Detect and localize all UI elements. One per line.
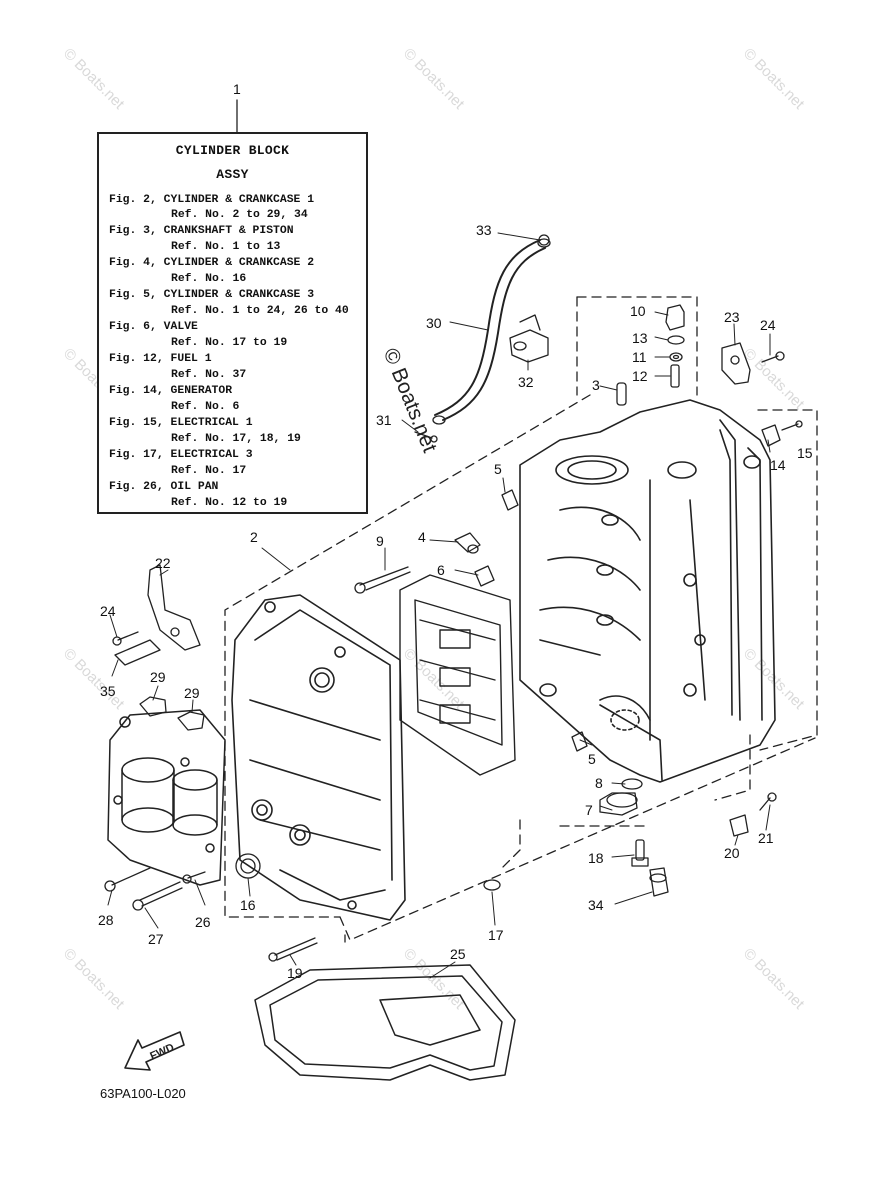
legend-entry: Fig. 14, GENERATOR: [109, 385, 233, 397]
legend-entry: Fig. 5, CYLINDER & CRANKCASE 3: [109, 289, 315, 301]
callout-35[interactable]: 35: [100, 683, 116, 699]
callout-10[interactable]: 10: [630, 303, 646, 319]
legend-entry: Ref. No. 37: [171, 369, 247, 381]
callout-24[interactable]: 24: [100, 603, 116, 619]
legend-entry: Ref. No. 17 to 19: [171, 337, 288, 349]
callout-5[interactable]: 5: [588, 751, 596, 767]
legend-entry: Fig. 6, VALVE: [109, 321, 198, 333]
crankcase: [231, 594, 406, 921]
legend-subtitle: ASSY: [216, 167, 249, 182]
legend-entry: Ref. No. 1 to 13: [171, 241, 281, 253]
crankcase-inner-plate: [399, 574, 516, 776]
callout-14[interactable]: 14: [770, 457, 786, 473]
callout-34[interactable]: 34: [588, 897, 604, 913]
callout-29[interactable]: 29: [184, 685, 200, 701]
callout-32[interactable]: 32: [518, 374, 534, 390]
callout-11[interactable]: 11: [632, 349, 647, 365]
callout-8[interactable]: 8: [595, 775, 603, 791]
callout-7[interactable]: 7: [585, 802, 593, 818]
legend-entry: Fig. 3, CRANKSHAFT & PISTON: [109, 225, 294, 237]
callout-20[interactable]: 20: [724, 845, 740, 861]
callout-9[interactable]: 9: [376, 533, 384, 549]
callout-30[interactable]: 30: [426, 315, 442, 331]
callout-31[interactable]: 31: [376, 412, 392, 428]
callout-27[interactable]: 27: [148, 931, 164, 947]
callout-12[interactable]: 12: [632, 368, 648, 384]
callout-15[interactable]: 15: [797, 445, 813, 461]
legend-entry: Ref. No. 17: [171, 465, 247, 477]
fwd-arrow: [124, 1031, 185, 1071]
callout-6[interactable]: 6: [437, 562, 445, 578]
callout-21[interactable]: 21: [758, 830, 774, 846]
callout-33[interactable]: 33: [476, 222, 492, 238]
callout-22[interactable]: 22: [155, 555, 171, 571]
callout-2[interactable]: 2: [250, 529, 258, 545]
oil-pan-gasket: [254, 964, 516, 1081]
callout-16[interactable]: 16: [240, 897, 256, 913]
legend-entry: Ref. No. 16: [171, 273, 247, 285]
legend-entry: Ref. No. 2 to 29, 34: [171, 209, 308, 221]
callout-25[interactable]: 25: [450, 946, 466, 962]
legend-entry: Fig. 12, FUEL 1: [109, 353, 212, 365]
callout-leaders: [107, 232, 771, 979]
fwd-label: FWD: [148, 1042, 176, 1063]
callout-26[interactable]: 26: [195, 914, 211, 930]
callout-29[interactable]: 29: [150, 669, 166, 685]
diagram-code: 63PA100-L020: [100, 1086, 186, 1101]
callout-4[interactable]: 4: [418, 529, 426, 545]
legend-entry: Fig. 17, ELECTRICAL 3: [109, 449, 253, 461]
legend-entry: Fig. 4, CYLINDER & CRANKCASE 2: [109, 257, 315, 269]
assembly-guide-lines: [224, 296, 818, 943]
callout-1[interactable]: 1: [233, 81, 241, 97]
callout-3[interactable]: 3: [592, 377, 600, 393]
legend-entry: Ref. No. 12 to 19: [171, 497, 288, 509]
legend-title: CYLINDER BLOCK: [175, 143, 290, 158]
callout-19[interactable]: 19: [287, 965, 303, 981]
legend-entry: Ref. No. 6: [171, 401, 240, 413]
legend-entry: Ref. No. 1 to 24, 26 to 40: [171, 305, 349, 317]
callout-28[interactable]: 28: [98, 912, 114, 928]
legend-entry: Ref. No. 17, 18, 19: [171, 433, 301, 445]
legend-entry: Fig. 26, OIL PAN: [109, 481, 219, 493]
legend-entry: Fig. 15, ELECTRICAL 1: [109, 417, 253, 429]
callout-24[interactable]: 24: [760, 317, 776, 333]
legend-box: CYLINDER BLOCK ASSY Fig. 2, CYLINDER & C…: [97, 132, 368, 514]
callout-13[interactable]: 13: [632, 330, 648, 346]
callout-17[interactable]: 17: [488, 927, 504, 943]
callout-5[interactable]: 5: [494, 461, 502, 477]
cylinder-block: [519, 399, 776, 783]
cylinder-head-assembly: [107, 709, 226, 886]
callout-18[interactable]: 18: [588, 850, 604, 866]
legend-entry: Fig. 2, CYLINDER & CRANKCASE 1: [109, 194, 315, 206]
callout-23[interactable]: 23: [724, 309, 740, 325]
